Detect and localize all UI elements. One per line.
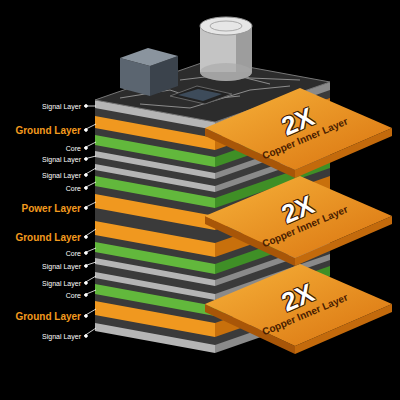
layer-name-major: Ground Layer	[15, 125, 81, 136]
layer-name: Core	[66, 292, 81, 299]
layer-name: Signal Layer	[42, 280, 81, 287]
layer-name: Signal Layer	[42, 333, 81, 340]
layer-name: Signal Layer	[42, 263, 81, 270]
layer-name-major: Ground Layer	[15, 232, 81, 243]
layer-name: Core	[66, 185, 81, 192]
layer-name-major: Power Layer	[22, 203, 81, 214]
layer-name: Core	[66, 250, 81, 257]
layer-name: Core	[66, 145, 81, 152]
layer-name: Signal Layer	[42, 103, 81, 110]
layer-name: Signal Layer	[42, 156, 81, 163]
layer-name: Signal Layer	[42, 172, 81, 179]
layer-name-major: Ground Layer	[15, 311, 81, 322]
